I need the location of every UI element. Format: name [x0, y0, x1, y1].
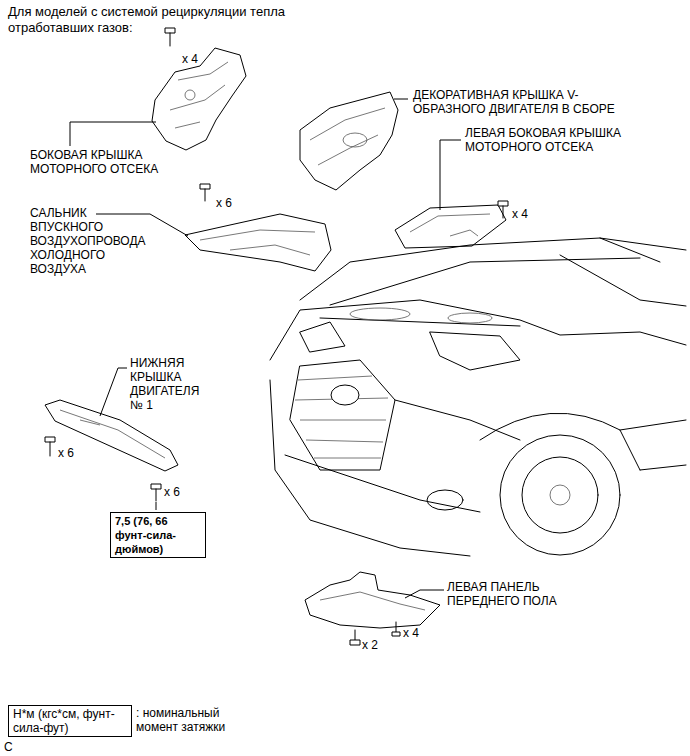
engine-under-cover — [60, 410, 165, 458]
vehicle-body — [331, 385, 359, 405]
leader-line — [440, 140, 461, 210]
front-floor-panel — [320, 592, 425, 610]
left-engine-room-side-cover — [395, 205, 506, 248]
bolt-symbol — [45, 437, 55, 456]
leader-line — [100, 368, 127, 416]
cold-air-intake-seal — [185, 214, 331, 271]
quantity-label: x 6 — [216, 196, 232, 210]
bolt-symbol — [200, 184, 210, 189]
bolt-symbol — [170, 33, 171, 46]
engine-room-side-cover — [185, 90, 195, 100]
vehicle-body — [448, 313, 492, 323]
bolt-symbol — [392, 622, 400, 636]
vehicle-body — [320, 318, 520, 326]
cold-air-intake-seal — [200, 230, 315, 255]
bolt-symbol — [396, 622, 397, 632]
part-name: ЛЕВАЯ БОКОВАЯ КРЫШКА МОТОРНОГО ОТСЕКА — [465, 126, 645, 154]
part-name: ЛЕВАЯ ПАНЕЛЬ ПЕРЕДНЕГО ПОЛА — [447, 580, 572, 608]
leader-line — [394, 99, 408, 100]
front-floor-panel — [305, 572, 440, 628]
bolt-symbol — [392, 632, 400, 636]
legend-unit: Н*м (кгс*см, фунт-сила-фут) — [8, 705, 132, 737]
part-name: БОКОВАЯ КРЫШКА МОТОРНОГО ОТСЕКА — [30, 148, 180, 176]
bolt-symbol — [151, 484, 161, 489]
vehicle-body — [427, 490, 463, 510]
bolt-symbol — [200, 184, 210, 201]
quantity-label: x 6 — [164, 485, 180, 499]
part-name: НИЖНЯЯ КРЫШКА ДВИГАТЕЛЯ № 1 — [130, 356, 214, 412]
vehicle-body — [295, 376, 388, 458]
torque-box: 7,5 (76, 66 фунт-сила-дюймов) — [110, 512, 208, 558]
engine-room-side-cover — [152, 48, 246, 150]
left-engine-room-side-cover — [410, 214, 490, 236]
v-engine-cover — [310, 108, 385, 165]
vehicle-body — [290, 360, 395, 470]
torque-value: 7,5 (76, 66 фунт-сила-дюймов) — [110, 512, 206, 558]
vehicle-body — [285, 455, 480, 512]
left-engine-room-side-cover — [395, 205, 506, 248]
vehicle-body — [600, 238, 686, 250]
part-name: САЛЬНИК ВПУСКНОГО ВОЗДУХОПРОВОДА ХОЛОДНО… — [30, 206, 146, 276]
vehicle-body — [480, 413, 640, 470]
bolt-symbol — [498, 201, 508, 218]
quantity-label: x 4 — [512, 207, 528, 221]
quantity-label: x 4 — [403, 626, 419, 640]
vehicle-body — [500, 435, 620, 555]
v-engine-cover — [300, 92, 398, 190]
engine-under-cover — [45, 400, 178, 471]
bolt-symbol — [165, 28, 175, 33]
vehicle-body — [300, 238, 660, 300]
v-engine-cover — [343, 133, 367, 147]
vehicle-body — [560, 255, 686, 306]
nut-symbol — [350, 640, 360, 645]
part-name: ДЕКОРАТИВНАЯ КРЫШКА V-ОБРАЗНОГО ДВИГАТЕЛ… — [413, 88, 628, 116]
v-engine-cover — [300, 92, 398, 190]
leader-line — [96, 214, 188, 236]
engine-under-cover — [45, 400, 178, 471]
vehicle-body — [270, 380, 470, 556]
front-floor-panel — [305, 572, 440, 628]
bolt-symbol — [498, 201, 508, 206]
legend-box: Н*м (кгс*см, фунт-сила-фут): номинальный… — [8, 705, 248, 737]
nut-symbol — [350, 630, 360, 645]
vehicle-body — [300, 322, 345, 352]
bolt-symbol — [151, 484, 161, 501]
bolt-symbol — [205, 189, 206, 201]
quantity-label: x 2 — [362, 638, 378, 652]
vehicle-body — [270, 300, 686, 360]
leader-line — [405, 590, 444, 598]
bolt-symbol — [45, 437, 55, 442]
bolt-symbol — [156, 489, 157, 501]
quantity-label: x 4 — [182, 52, 198, 66]
figure-code: C — [4, 740, 13, 754]
vehicle-body — [350, 308, 410, 320]
engine-room-side-cover — [170, 62, 228, 128]
engine-room-side-cover — [152, 48, 246, 150]
vehicle-body — [270, 238, 686, 556]
bolt-symbol — [503, 206, 504, 218]
vehicle-body — [522, 457, 598, 533]
leader-line — [156, 502, 157, 510]
legend-description: : номинальный момент затяжки — [136, 705, 246, 734]
bolt-symbol — [50, 442, 51, 456]
cold-air-intake-seal — [185, 214, 331, 271]
bolt-symbol — [165, 28, 175, 46]
vehicle-body — [430, 332, 520, 370]
vehicle-body — [330, 258, 640, 305]
vehicle-body — [395, 400, 520, 440]
quantity-label: x 6 — [58, 446, 74, 460]
nut-symbol — [355, 630, 356, 640]
leader-line — [70, 122, 156, 146]
diagram-title: Для моделей с системой рециркуляции тепл… — [8, 4, 308, 36]
vehicle-body — [620, 420, 686, 470]
vehicle-body — [550, 485, 570, 505]
